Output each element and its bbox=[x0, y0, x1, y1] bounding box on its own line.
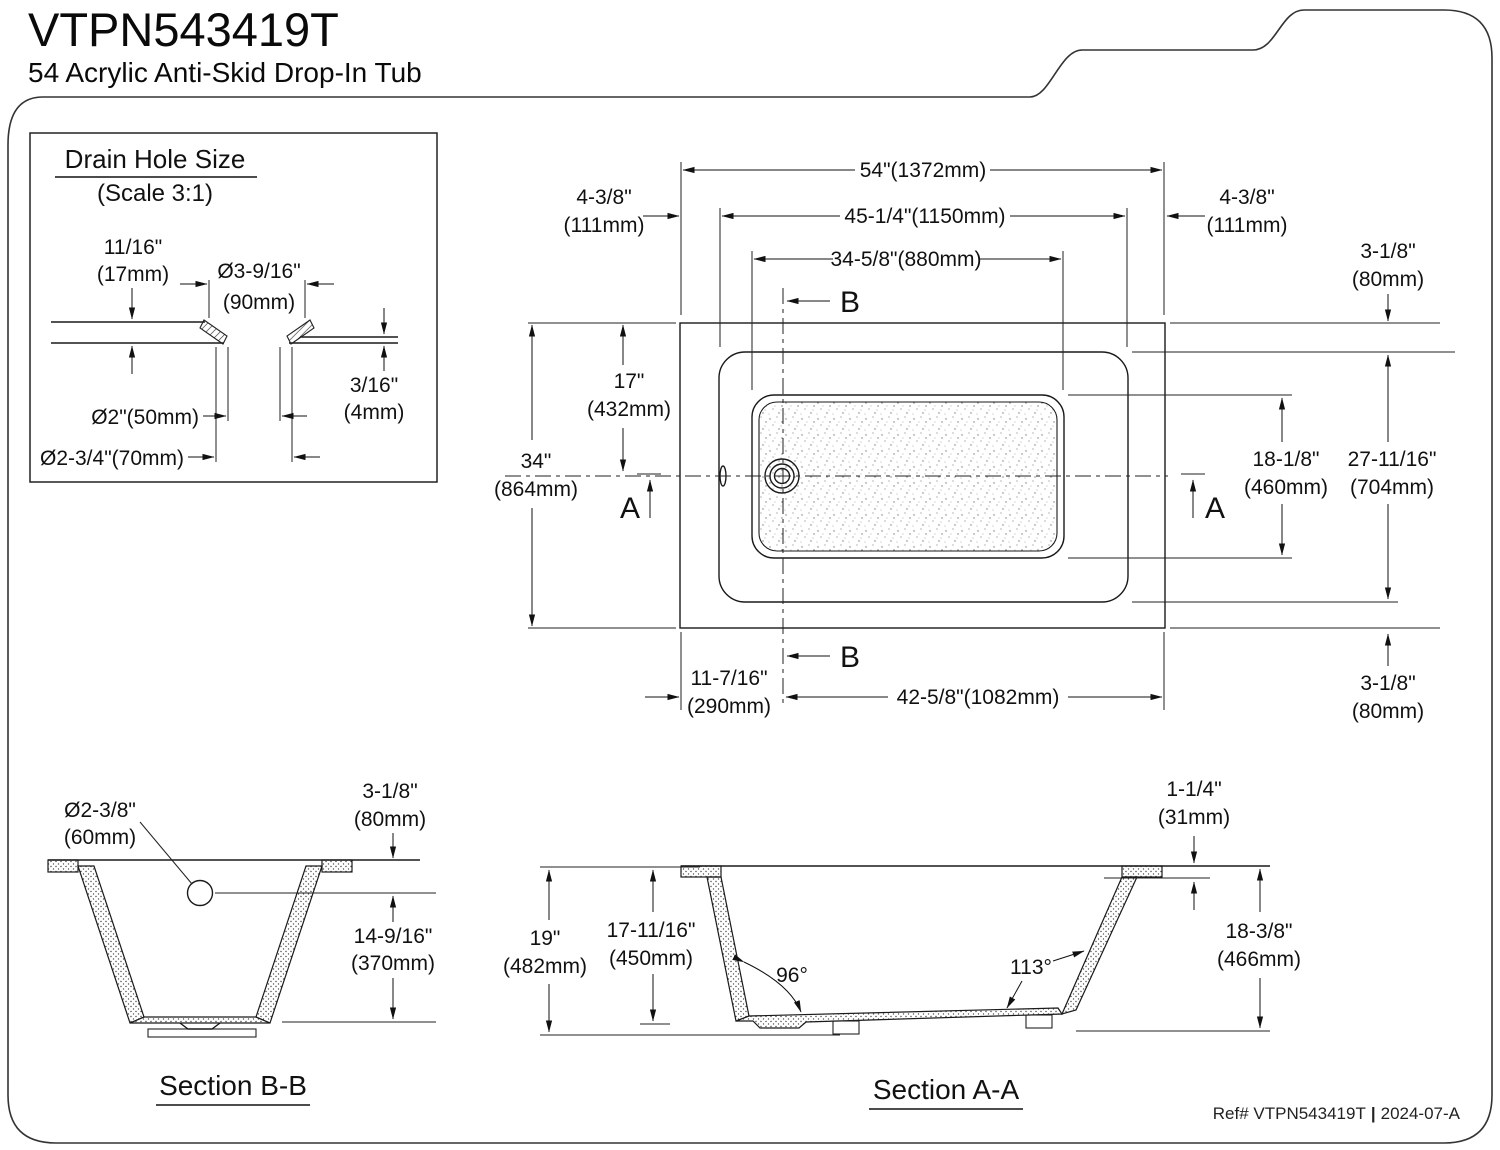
top-view-dimension-lines bbox=[528, 166, 1392, 701]
section-bb-label: Section B-B bbox=[159, 1070, 307, 1101]
dim-floor-thk-in: 3/16" bbox=[350, 374, 398, 397]
section-marker-b-bottom: B bbox=[840, 641, 860, 674]
section-marker-a-right: A bbox=[1205, 492, 1225, 525]
dim-lip-height-in: 11/16" bbox=[104, 236, 162, 259]
section-bb: Ø2-3/8" (60mm) 3-1/8" (80mm) 14-9/16" (3… bbox=[47, 780, 436, 1106]
aa-foot-right bbox=[1025, 1014, 1053, 1029]
dim-deck-left-in: 4-3/8" bbox=[576, 186, 631, 209]
dim-overflow-offset-in: 3-1/8" bbox=[362, 780, 417, 803]
drain-detail-heading: Drain Hole Size bbox=[65, 144, 246, 174]
dim-bb-depth-in: 14-9/16" bbox=[354, 925, 433, 948]
aa-foot-left bbox=[832, 1020, 860, 1035]
dim-flange-mm: (31mm) bbox=[1158, 806, 1230, 829]
dim-deck-right-mm: (111mm) bbox=[1207, 214, 1288, 237]
tub-rim-outline bbox=[718, 351, 1129, 603]
bb-base bbox=[147, 1028, 257, 1038]
section-aa: 19" (482mm) 17-11/16" (450mm) 96° 113° 1… bbox=[503, 778, 1301, 1110]
drain-extension-lines bbox=[208, 280, 306, 462]
dim-lip-height-mm: (17mm) bbox=[97, 263, 169, 286]
dim-rim-bottom-mm: (80mm) bbox=[1352, 700, 1424, 723]
dim-drain-left-mm: (290mm) bbox=[687, 695, 771, 718]
aa-flange-left bbox=[680, 865, 722, 878]
dim-pad-width-mm: (460mm) bbox=[1244, 476, 1328, 499]
aa-wall-left bbox=[706, 876, 750, 1022]
footer-divider: | bbox=[1370, 1104, 1376, 1123]
section-marker-a-left: A bbox=[620, 492, 640, 525]
dim-pad-length: 34-5/8"(880mm) bbox=[830, 248, 981, 271]
drain-wedge-right bbox=[286, 319, 315, 345]
bb-drain-recess bbox=[179, 1022, 221, 1030]
dim-rim-height-in: 18-3/8" bbox=[1226, 920, 1293, 943]
aa-dimension-lines bbox=[545, 836, 1264, 1033]
dim-aa-depth-mm: (450mm) bbox=[609, 947, 693, 970]
bb-flange-right bbox=[321, 859, 353, 873]
aa-extension-lines bbox=[540, 866, 1270, 1036]
dim-centerline-in: 17" bbox=[614, 370, 645, 393]
dim-top-dia-mm: (90mm) bbox=[223, 291, 295, 314]
dim-overflow-dia-in: Ø2-3/8" bbox=[64, 799, 136, 822]
page-subtitle: 54 Acrylic Anti-Skid Drop-In Tub bbox=[28, 57, 422, 88]
dim-deck-right-in: 4-3/8" bbox=[1219, 186, 1274, 209]
dim-outer-dia: Ø2-3/4"(70mm) bbox=[40, 447, 184, 470]
page-title: VTPN543419T bbox=[28, 3, 339, 56]
dim-rim-length: 45-1/4"(1150mm) bbox=[844, 205, 1005, 228]
dim-rim-width-in: 27-11/16" bbox=[1348, 448, 1437, 471]
dim-overflow-offset-mm: (80mm) bbox=[354, 808, 426, 831]
dim-top-dia-in: Ø3-9/16" bbox=[217, 260, 300, 283]
dim-overflow-dia-mm: (60mm) bbox=[64, 826, 136, 849]
dim-deck-left-mm: (111mm) bbox=[564, 214, 645, 237]
section-marker-b-top: B bbox=[840, 286, 860, 319]
dim-bb-depth-mm: (370mm) bbox=[351, 952, 435, 975]
ref-number: Ref# VTPN543419T bbox=[1212, 1104, 1366, 1123]
reference-footer: Ref# VTPN543419T|2024-07-A bbox=[1213, 1104, 1460, 1124]
dim-throat-dia: Ø2"(50mm) bbox=[91, 406, 199, 429]
dim-aa-depth-in: 17-11/16" bbox=[607, 919, 696, 942]
drain-section-lines bbox=[51, 321, 398, 344]
top-view: 54"(1372mm) 45-1/4"(1150mm) 34-5/8"(880m… bbox=[494, 159, 1455, 723]
section-aa-label: Section A-A bbox=[873, 1074, 1020, 1105]
dim-drain-left-in: 11-7/16" bbox=[690, 667, 767, 690]
dim-aa-height-mm: (482mm) bbox=[503, 955, 587, 978]
bb-extension-lines bbox=[215, 892, 436, 1023]
drain-dim-arrows bbox=[128, 280, 388, 461]
dim-overall-width-in: 34" bbox=[521, 450, 552, 473]
dim-foot-angle: 113° bbox=[1010, 956, 1052, 979]
aa-flange-right bbox=[1121, 865, 1163, 878]
bb-overflow-hole bbox=[186, 879, 214, 907]
dim-rim-height-mm: (466mm) bbox=[1217, 948, 1301, 971]
dim-overall-length: 54"(1372mm) bbox=[860, 159, 987, 182]
bb-wall-right bbox=[255, 865, 323, 1024]
dim-centerline-mm: (432mm) bbox=[587, 398, 671, 421]
aa-wall-right bbox=[1060, 876, 1138, 1015]
drain-wedge-left bbox=[199, 319, 228, 345]
top-view-extension-lines bbox=[528, 162, 1455, 710]
dim-rim-top-in: 3-1/8" bbox=[1360, 240, 1415, 263]
bb-flange-left bbox=[47, 859, 79, 873]
dim-head-angle: 96° bbox=[776, 964, 808, 987]
dim-drain-right: 42-5/8"(1082mm) bbox=[897, 686, 1060, 709]
dim-rim-width-mm: (704mm) bbox=[1350, 476, 1434, 499]
dim-pad-width-in: 18-1/8" bbox=[1253, 448, 1320, 471]
dim-floor-thk-mm: (4mm) bbox=[344, 401, 405, 424]
dim-flange-in: 1-1/4" bbox=[1166, 778, 1221, 801]
drain-hole-detail: Drain Hole Size (Scale 3:1) bbox=[29, 132, 438, 483]
sheet-border bbox=[7, 9, 1493, 1144]
drain-detail-scale: (Scale 3:1) bbox=[97, 180, 213, 207]
dim-aa-height-in: 19" bbox=[530, 927, 561, 950]
dim-rim-top-mm: (80mm) bbox=[1352, 268, 1424, 291]
bb-floor bbox=[129, 1016, 271, 1024]
dim-rim-bottom-in: 3-1/8" bbox=[1360, 672, 1415, 695]
aa-floor bbox=[735, 1007, 1064, 1029]
bb-wall-left bbox=[77, 865, 145, 1024]
dim-overall-width-mm: (864mm) bbox=[494, 478, 578, 501]
revision-code: 2024-07-A bbox=[1380, 1104, 1460, 1123]
